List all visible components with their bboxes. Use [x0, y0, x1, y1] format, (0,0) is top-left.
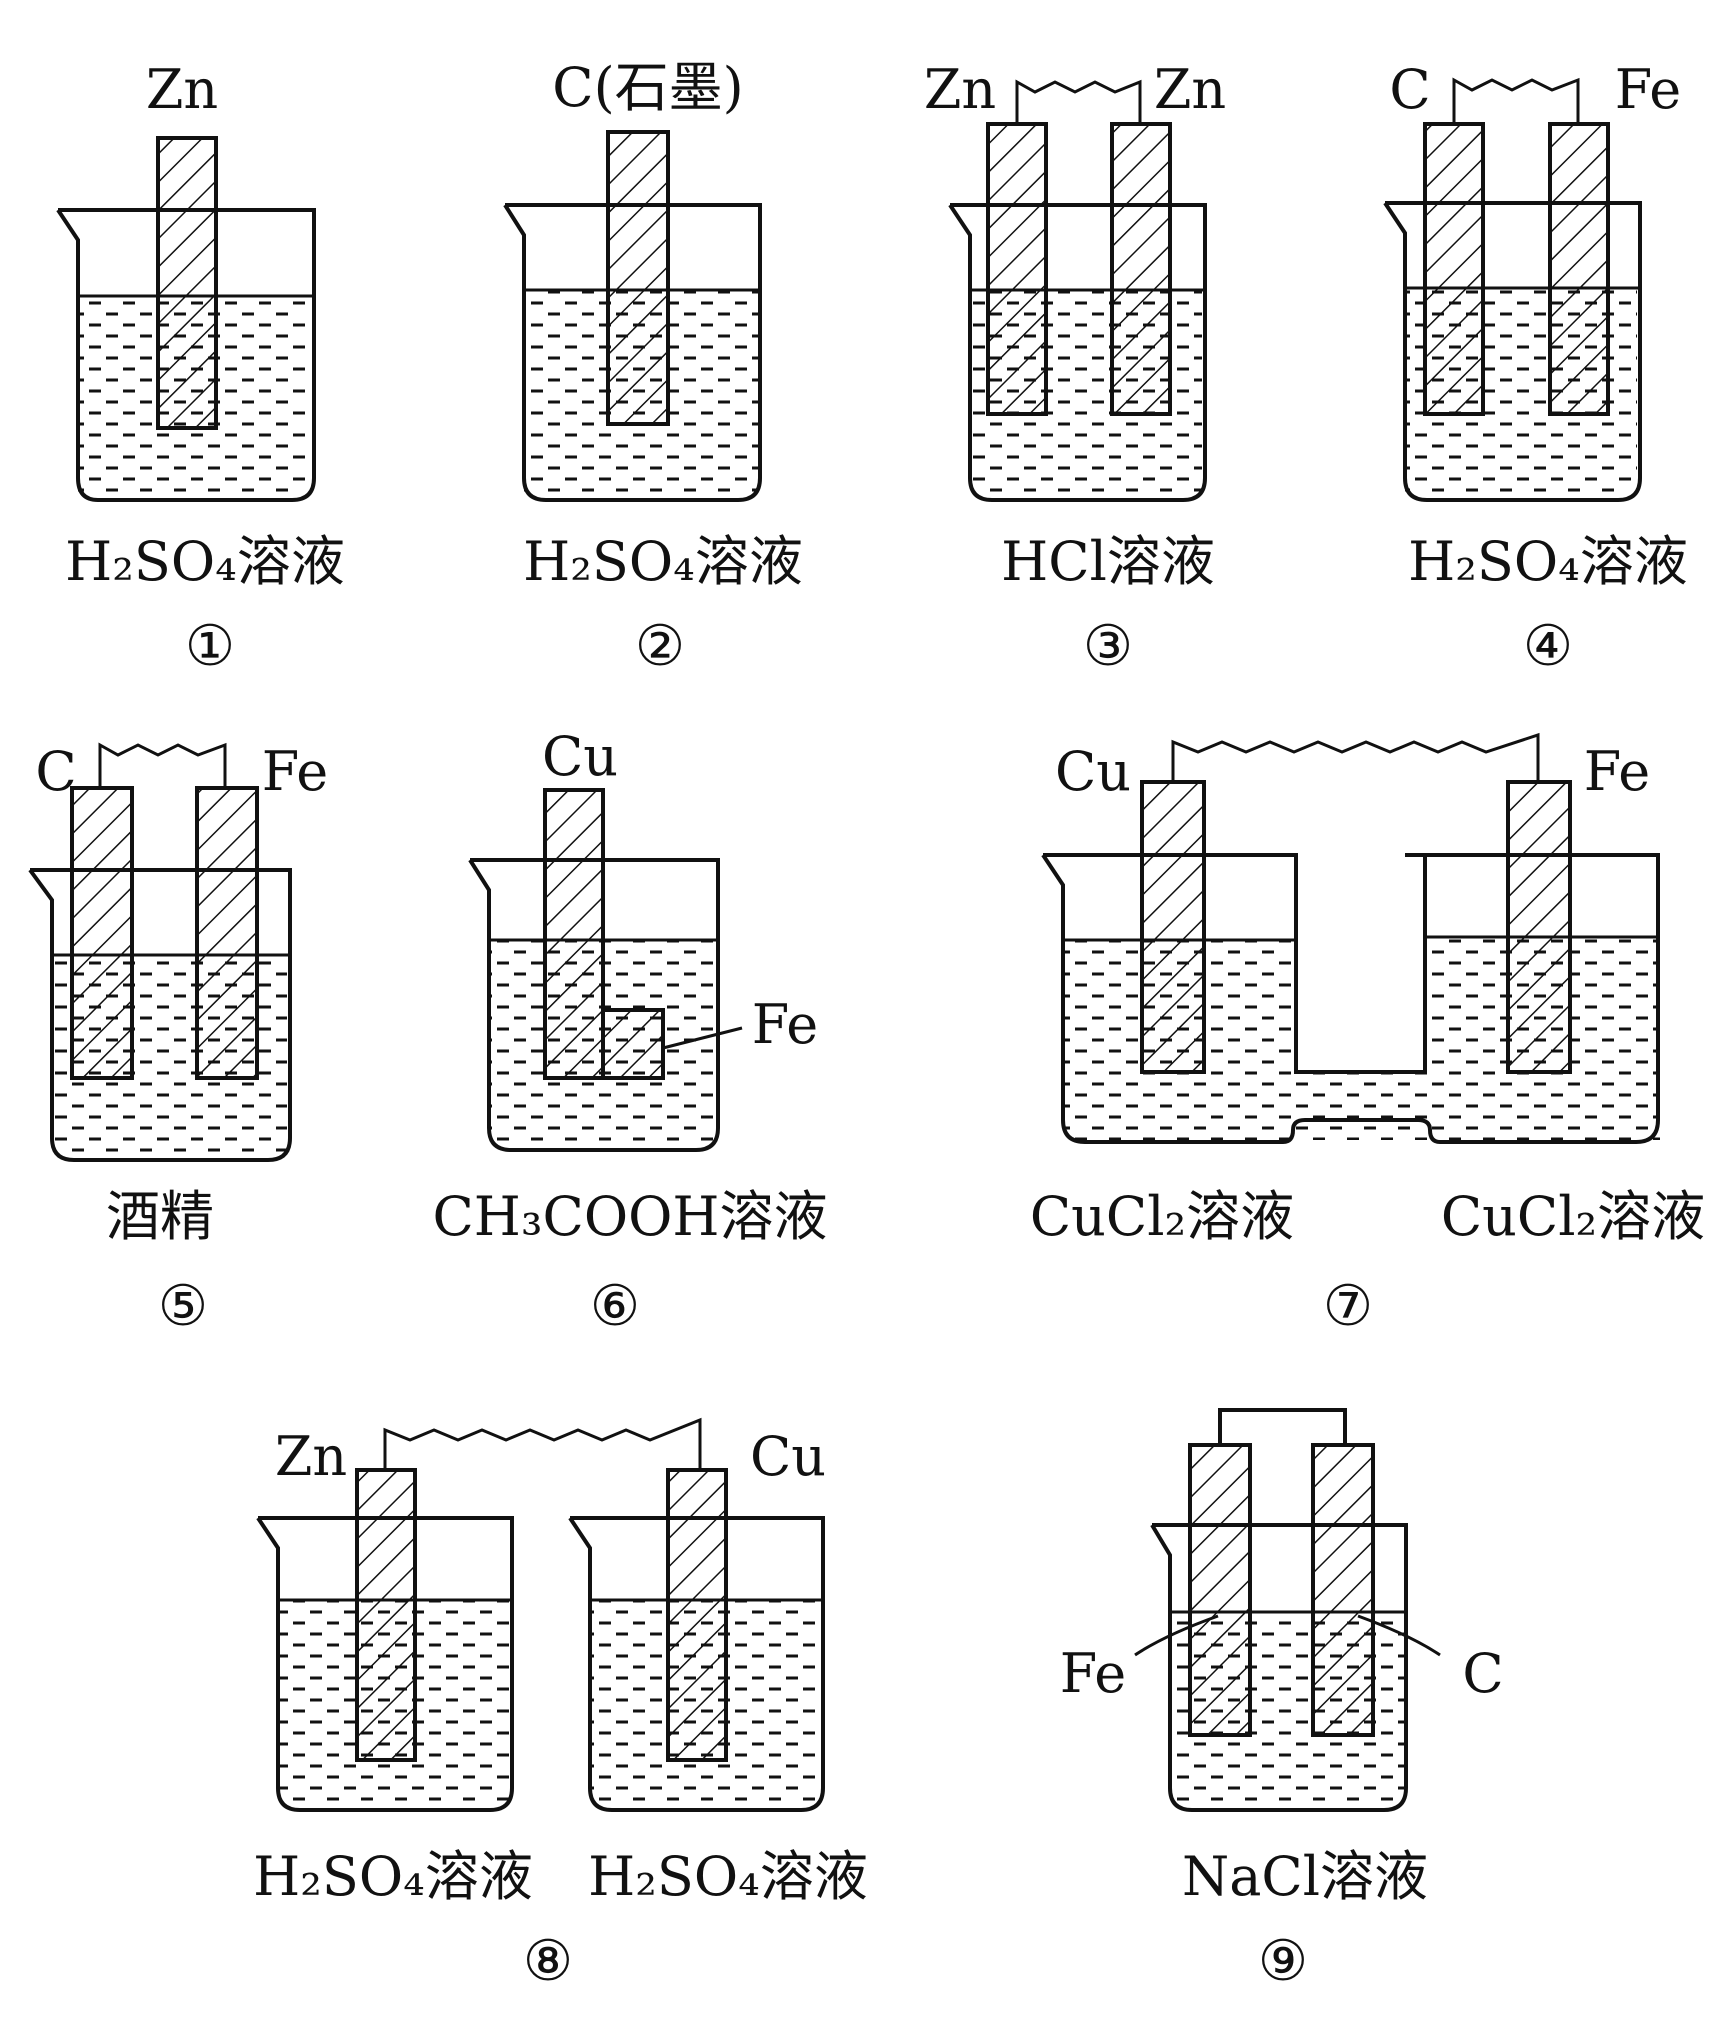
- electrode-label-zn-right: Zn: [1154, 58, 1226, 121]
- solution-label-right-cell-7: CuCl₂溶液: [1441, 1185, 1705, 1248]
- electrode-label-fe: Fe: [1584, 740, 1650, 803]
- solution-label-cell-2: H₂SO₄溶液: [523, 530, 803, 593]
- beaker-cell-9: [1150, 1523, 1408, 1812]
- electrode-label-fe: Fe: [1060, 1642, 1126, 1705]
- electrode-label-zn: Zn: [275, 1425, 347, 1488]
- electrode-c-cell-5: [70, 786, 134, 1080]
- electrode-c-cell-4: [1423, 122, 1485, 416]
- electrode-label-zn: Zn: [146, 58, 218, 121]
- cell-6: Cu Fe CH₃COOH溶液 ⑥: [432, 725, 827, 1339]
- wire-cell-7: [1171, 732, 1540, 782]
- cell-number-6: ⑥: [590, 1274, 640, 1339]
- electrode-fe-cell-6: [601, 1008, 665, 1080]
- beaker-cell-2: [503, 203, 762, 502]
- cell-2: C(石墨) H₂SO₄溶液 ②: [503, 56, 803, 679]
- cell-number-4: ④: [1523, 614, 1573, 679]
- electrode-zn-left-cell-3: [986, 122, 1048, 416]
- beaker-left-cell-8: [256, 1516, 514, 1812]
- electrode-zn-right-cell-3: [1110, 122, 1172, 416]
- electrode-graphite-cell-2: [606, 130, 670, 426]
- electrode-fe-cell-9: [1188, 1443, 1252, 1737]
- cell-number-9: ⑨: [1258, 1929, 1308, 1994]
- beaker-cell-3: [948, 203, 1207, 502]
- electrode-zn-cell-8: [355, 1468, 417, 1762]
- electrode-label-zn-left: Zn: [924, 58, 996, 121]
- solution-label-cell-3: HCl溶液: [1001, 530, 1215, 593]
- beaker-cell-4: [1383, 201, 1642, 502]
- electrode-fe-cell-5: [195, 786, 259, 1080]
- beaker-cell-6: [468, 858, 720, 1152]
- solution-label-cell-6: CH₃COOH溶液: [432, 1185, 827, 1248]
- wire-cell-5: [98, 742, 227, 788]
- beaker-right-cell-8: [568, 1516, 825, 1812]
- cell-number-8: ⑧: [523, 1929, 573, 1994]
- electrode-label-fe: Fe: [1615, 58, 1681, 121]
- cell-1: Zn H₂SO₄溶液 ①: [56, 58, 345, 679]
- wire-cell-9: [1218, 1408, 1347, 1445]
- beaker-cell-1: [56, 208, 316, 502]
- leader-line-c: [1357, 1614, 1441, 1657]
- solution-label-cell-9: NaCl溶液: [1182, 1845, 1428, 1908]
- electrode-cu-cell-6: [543, 788, 605, 1080]
- beaker-cell-7: [1041, 853, 1660, 1144]
- electrode-zn-cell-1: [156, 136, 218, 430]
- solution-label-cell-1: H₂SO₄溶液: [65, 530, 345, 593]
- cell-number-7: ⑦: [1323, 1274, 1373, 1339]
- electrode-c-cell-9: [1311, 1443, 1375, 1737]
- wire-cell-3: [1015, 79, 1142, 124]
- wire-cell-8: [383, 1417, 702, 1470]
- electrode-label-fe: Fe: [262, 740, 328, 803]
- solution-label-left-cell-7: CuCl₂溶液: [1030, 1185, 1294, 1248]
- leader-line-fe: [662, 1026, 743, 1050]
- cell-number-3: ③: [1083, 614, 1133, 679]
- solution-label-left-cell-8: H₂SO₄溶液: [253, 1845, 533, 1908]
- cell-number-5: ⑤: [158, 1274, 208, 1339]
- electrode-label-graphite: C(石墨): [552, 56, 743, 119]
- cell-9: Fe C NaCl溶液 ⑨: [1060, 1408, 1504, 1994]
- cell-number-1: ①: [185, 614, 235, 679]
- cell-4: C Fe H₂SO₄溶液 ④: [1383, 58, 1688, 679]
- electrode-fe-cell-4: [1548, 122, 1610, 416]
- electrode-fe-cell-7: [1506, 780, 1572, 1074]
- electrode-label-cu: Cu: [542, 725, 618, 788]
- electrode-label-cu: Cu: [750, 1425, 826, 1488]
- electrode-cu-cell-7: [1140, 780, 1206, 1074]
- electrode-cu-cell-8: [666, 1468, 728, 1762]
- cell-7: Cu Fe CuCl₂溶液 CuCl₂溶液 ⑦: [1030, 732, 1705, 1339]
- electrode-label-c: C: [1389, 58, 1430, 121]
- solution-label-right-cell-8: H₂SO₄溶液: [588, 1845, 868, 1908]
- cell-number-2: ②: [635, 614, 685, 679]
- leader-line-fe: [1134, 1614, 1219, 1657]
- solution-label-cell-5: 酒精: [106, 1185, 214, 1248]
- wire-cell-4: [1452, 77, 1580, 124]
- electrode-label-fe: Fe: [752, 993, 818, 1056]
- solution-label-cell-4: H₂SO₄溶液: [1408, 530, 1688, 593]
- beaker-cell-5: [28, 868, 292, 1162]
- cell-8: Zn Cu H₂SO₄溶液 H₂SO₄溶液 ⑧: [253, 1417, 868, 1994]
- electrode-label-cu: Cu: [1055, 740, 1131, 803]
- electrode-label-c: C: [35, 740, 76, 803]
- cell-5: C Fe 酒精 ⑤: [28, 740, 328, 1339]
- electrode-label-c: C: [1462, 1642, 1503, 1705]
- cell-3: Zn Zn HCl溶液 ③: [924, 58, 1226, 679]
